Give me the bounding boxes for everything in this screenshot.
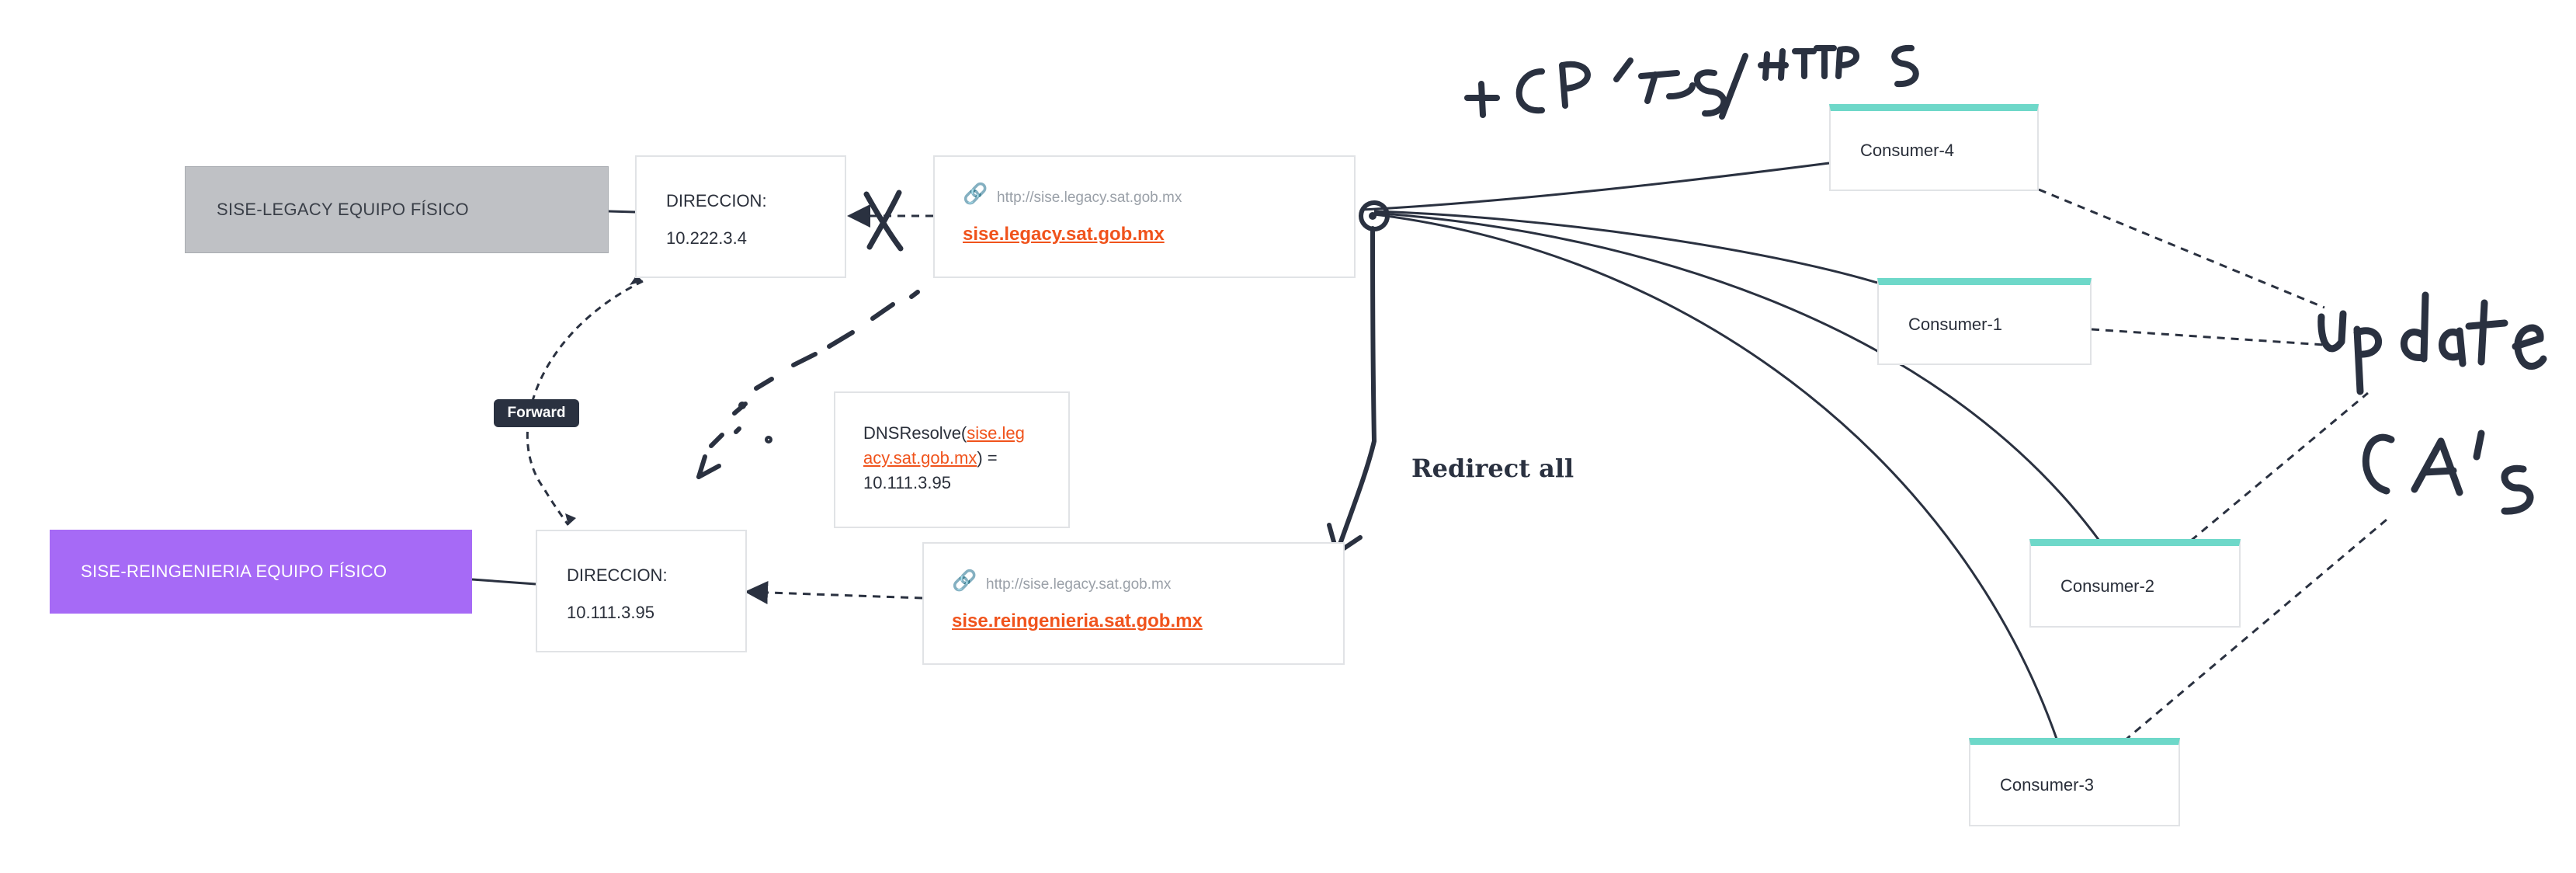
dns-link-part2[interactable]: acy.sat.gob.mx — [863, 448, 977, 468]
reingenieria-link-url: http://sise.legacy.sat.gob.mx — [986, 576, 1172, 593]
consumer-2-card: Consumer-2 — [2029, 539, 2241, 628]
forward-label: Forward — [507, 405, 566, 421]
legacy-link-card: 🔗 http://sise.legacy.sat.gob.mx sise.leg… — [933, 155, 1356, 278]
update-dashed-lines — [2038, 188, 2392, 743]
redirect-all-label: Redirect all — [1411, 454, 1574, 483]
forward-badge: Forward — [494, 399, 579, 427]
reingenieria-link-title[interactable]: sise.reingenieria.sat.gob.mx — [952, 610, 1203, 631]
handwriting-protocols — [1464, 44, 1919, 120]
reingenieria-link-card: 🔗 http://sise.legacy.sat.gob.mx sise.rei… — [922, 542, 1345, 665]
hub-consumer-2-line — [1373, 211, 2101, 541]
reingenieria-address-value: 10.111.3.95 — [567, 603, 654, 622]
dns-suffix: ) = — [977, 448, 998, 468]
reingenieria-address-card: DIRECCION: 10.111.3.95 — [536, 530, 747, 652]
reingenieria-equipment-block: SISE-REINGENIERIA EQUIPO FÍSICO — [50, 530, 472, 614]
link-icon: 🔗 — [963, 182, 988, 205]
handwriting-update — [2317, 291, 2547, 395]
dns-result: 10.111.3.95 — [863, 473, 951, 492]
link-icon: 🔗 — [952, 569, 977, 592]
handwriting-cas — [2362, 430, 2534, 515]
reingenieria-equipment-label: SISE-REINGENIERIA EQUIPO FÍSICO — [81, 562, 387, 581]
consumer-3-label: Consumer-3 — [2000, 774, 2095, 795]
consumer-1-label: Consumer-1 — [1908, 314, 2003, 334]
consumer-4-card: Consumer-4 — [1829, 104, 2039, 191]
dns-prefix: DNSResolve( — [863, 423, 967, 443]
legacy-address-value: 10.222.3.4 — [666, 228, 747, 248]
hub-consumer-1-line — [1373, 210, 1878, 284]
legacy-equipment-label: SISE-LEGACY EQUIPO FÍSICO — [217, 200, 469, 219]
consumer-1-card: Consumer-1 — [1877, 278, 2092, 365]
legacy-equipment-connector — [608, 210, 636, 214]
cross-mark — [863, 190, 904, 252]
consumer-4-label: Consumer-4 — [1860, 140, 1955, 160]
legacy-equipment-block: SISE-LEGACY EQUIPO FÍSICO — [185, 166, 609, 253]
redirect-arrow — [1335, 226, 1377, 555]
dns-link-part1[interactable]: sise.leg — [967, 423, 1025, 443]
reingenieria-address-label: DIRECCION: — [567, 565, 668, 585]
reingenieria-dashed-arrow — [745, 580, 923, 604]
dns-resolve-card: DNSResolve(sise.leg acy.sat.gob.mx) = 10… — [834, 391, 1070, 528]
legacy-link-title[interactable]: sise.legacy.sat.gob.mx — [963, 224, 1165, 245]
hub-consumer-4-line — [1361, 162, 1830, 211]
consumer-3-card: Consumer-3 — [1969, 738, 2180, 826]
handdrawn-dashdot-arrow — [696, 290, 920, 479]
legacy-address-card: DIRECCION: 10.222.3.4 — [635, 155, 846, 278]
legacy-address-label: DIRECCION: — [666, 191, 767, 210]
consumer-2-label: Consumer-2 — [2060, 576, 2155, 596]
forward-curve — [526, 280, 644, 526]
legacy-link-url: http://sise.legacy.sat.gob.mx — [997, 190, 1182, 206]
hub-consumer-3-line — [1373, 213, 2059, 742]
reingenieria-equipment-connector — [471, 578, 536, 586]
